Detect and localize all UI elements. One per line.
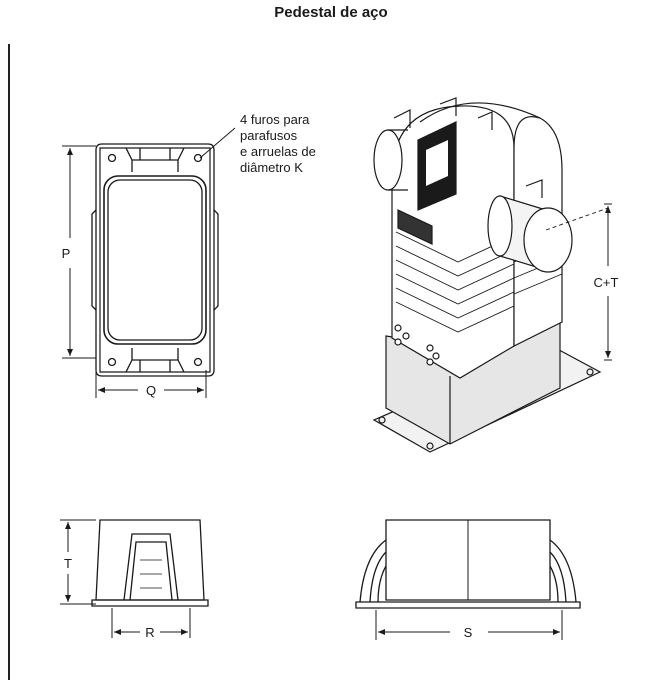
hole-icon: [107, 153, 117, 163]
dimension-P: [62, 145, 96, 359]
dimension-Q-label: Q: [146, 383, 156, 398]
side-view: [355, 519, 581, 609]
holes-note-line: e arruelas de: [240, 144, 316, 159]
top-view: [91, 143, 219, 377]
dimension-Q: [95, 370, 207, 398]
holes-note: 4 furos para parafusos e arruelas de diâ…: [240, 112, 316, 176]
page-title: Pedestal de aço: [274, 4, 388, 21]
dimension-R-label: R: [145, 625, 154, 640]
dimension-T-label: T: [64, 556, 72, 571]
dimension-CT-label: C+T: [594, 275, 619, 290]
isometric-view: [372, 97, 602, 453]
holes-note-line: diâmetro K: [240, 160, 303, 175]
hole-icon: [107, 357, 117, 367]
dimension-T: [60, 519, 96, 605]
dimension-CT: [604, 203, 612, 361]
front-view: [91, 519, 209, 607]
left-margin-rule: [8, 44, 10, 680]
dimension-S-label: S: [464, 625, 473, 640]
dimension-R: [111, 608, 191, 638]
dimension-P-label: P: [62, 246, 71, 261]
holes-note-line: 4 furos para: [240, 112, 310, 127]
holes-note-line: parafusos: [240, 128, 298, 143]
hole-icon: [193, 153, 203, 163]
holes-leader-line: [199, 127, 236, 159]
hole-icon: [193, 357, 203, 367]
axis-centerline: [545, 207, 609, 231]
dimension-S: [375, 610, 563, 640]
